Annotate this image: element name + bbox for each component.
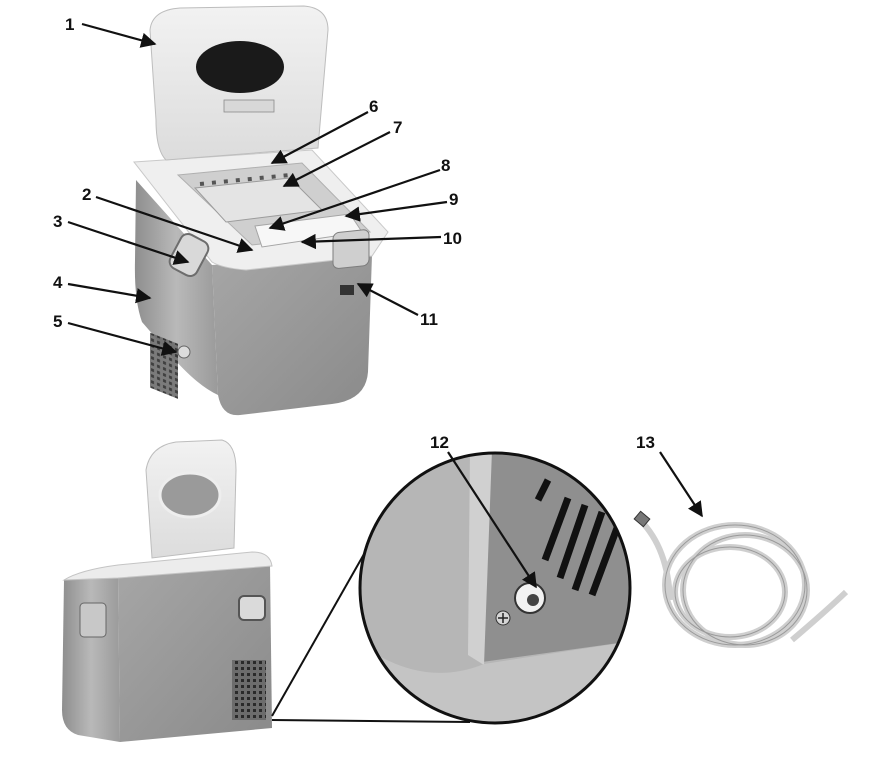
rear-vent-grille xyxy=(232,660,266,720)
lid-warning-label xyxy=(224,100,274,112)
callout-2: 2 xyxy=(82,185,91,204)
callout-3: 3 xyxy=(53,212,62,231)
lid-window xyxy=(196,41,284,93)
rear-side-panel xyxy=(62,576,120,742)
front-steel-panel xyxy=(212,255,372,415)
drain-plug xyxy=(178,346,190,358)
zoom-line-bottom xyxy=(272,720,470,722)
callout-11: 11 xyxy=(420,310,438,329)
callout-13: 13 xyxy=(636,433,655,452)
ice-maker-front-view xyxy=(134,6,388,415)
callout-4: 4 xyxy=(53,273,63,292)
water-hose xyxy=(640,520,846,645)
rear-handle xyxy=(239,596,265,620)
callout-12: 12 xyxy=(430,433,449,452)
rear-lid-window xyxy=(160,473,220,517)
control-panel xyxy=(333,229,369,269)
rear-control-panel xyxy=(80,603,106,637)
callout-10: 10 xyxy=(443,229,462,248)
ice-maker-rear-view xyxy=(62,440,272,742)
callout-5: 5 xyxy=(53,312,62,331)
callout-6: 6 xyxy=(369,97,378,116)
zoom-line-top xyxy=(272,540,372,716)
zoom-detail-circle xyxy=(355,450,640,730)
side-vent-grille xyxy=(150,333,178,399)
arrow-1 xyxy=(82,24,155,44)
callout-8: 8 xyxy=(441,156,450,175)
arrow-13 xyxy=(660,452,702,516)
callout-7: 7 xyxy=(393,118,402,137)
callout-1: 1 xyxy=(65,15,74,34)
callout-9: 9 xyxy=(449,190,458,209)
control-display xyxy=(340,285,354,295)
